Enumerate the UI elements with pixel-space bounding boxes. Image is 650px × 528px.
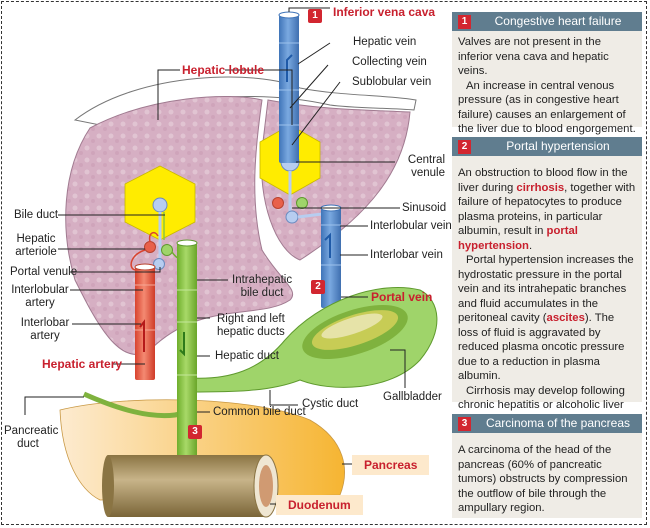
label-inferior-vena-cava: Inferior vena cava [333,5,436,19]
panel-body: Valves are not present in the inferior v… [452,31,642,143]
label-interlobar-artery-line2: artery [30,330,60,342]
panel-header: 3 Carcinoma of the pancreas [452,414,642,433]
panel-paragraph: Portal hypertension increases the hydros… [458,253,636,384]
label-hepatic-arteriole-line2: arteriole [15,246,57,258]
label-collecting-vein: Collecting vein [352,56,427,68]
badge-2: 2 [311,280,325,294]
label-interlobar-artery-line1: Interlobar [20,317,70,329]
label-interlobular-artery-line2: artery [25,297,55,309]
text-run: An obstruction to blood flow in the live… [458,167,628,194]
portal-vein-tube [320,204,342,308]
label-pancreatic-duct-line1: Pancreatic [4,425,59,437]
hepatic-artery-tube [134,263,156,380]
panel-title: Portal hypertension [506,139,610,153]
panel-body: A carcinoma of the head of the pancreas … [452,433,642,522]
badge-1: 1 [308,9,322,23]
label-pancreas: Pancreas [352,455,430,475]
label-interlobar-vein: Interlobar vein [370,249,443,261]
label-right-left-hepatic-ducts-line1: Right and left [217,313,285,325]
label-interlobular-vein: Interlobular vein [370,220,452,232]
panel-body: An obstruction to blood flow in the live… [452,156,642,433]
liver-anatomy-diagram [24,7,438,518]
liver-capsule [73,76,417,126]
badge-3: 3 [188,425,202,439]
label-pancreatic-duct-line2: duct [17,438,39,450]
label-gallbladder: Gallbladder [383,391,442,403]
label-cystic-duct: Cystic duct [302,398,359,410]
gallbladder-shape [189,286,438,393]
panel-number-badge: 1 [458,14,471,29]
label-hepatic-duct: Hepatic duct [215,350,279,362]
label-hepatic-arteriole-line1: Hepatic [16,233,56,245]
duodenum-shape [102,454,279,518]
text-run: . [528,239,533,252]
highlight-portal-hypertension: portal hypertension [458,225,578,252]
text-run: Portal hypertension increases the hydros… [458,254,634,324]
text-run: , together with failure of hepatocytes t… [458,181,636,238]
label-portal-vein: Portal vein [371,290,433,304]
label-intrahepatic-bile-duct-line1: Intrahepatic [232,274,293,286]
label-central-venule-line2: venule [411,167,445,179]
text-run: ). The loss of fluid is aggravated by re… [458,312,625,382]
highlight-cirrhosis: cirrhosis [516,181,565,194]
panel-paragraph: Valves are not present in the inferior v… [458,36,609,77]
label-common-bile-duct: Common bile duct [213,406,306,418]
panel-header: 1 Congestive heart failure [452,12,642,31]
label-duodenum: Duodenum [276,495,363,515]
panel-congestive-heart-failure: 1 Congestive heart failure Valves are no… [452,12,642,135]
label-hepatic-artery: Hepatic artery [42,357,123,371]
panel-number-badge: 3 [458,416,471,431]
label-bile-duct: Bile duct [14,209,59,221]
panel-paragraph: An increase in central venous pressure (… [458,79,636,136]
panel-paragraph: A carcinoma of the head of the pancreas … [458,444,628,514]
label-intrahepatic-bile-duct-line2: bile duct [240,287,284,299]
highlight-ascites: ascites [546,312,585,324]
label-sinusoid: Sinusoid [402,202,447,214]
panel-title: Congestive heart failure [494,14,622,28]
label-hepatic-lobule: Hepatic lobule [182,63,265,77]
label-right-left-hepatic-ducts-line2: hepatic ducts [217,326,285,338]
label-hepatic-vein: Hepatic vein [353,36,417,48]
panel-portal-hypertension: 2 Portal hypertension An obstruction to … [452,137,642,426]
panel-number-badge: 2 [458,139,471,154]
label-portal-venule: Portal venule [10,266,78,278]
panel-header: 2 Portal hypertension [452,137,642,156]
panel-carcinoma-of-the-pancreas: 3 Carcinoma of the pancreas A carcinoma … [452,414,642,518]
label-central-venule-line1: Central [407,154,445,166]
inferior-vena-cava-tube [278,11,300,163]
label-interlobular-artery-line1: Interlobular [11,284,69,296]
panel-paragraph: An obstruction to blood flow in the live… [458,166,636,253]
label-sublobular-vein: Sublobular vein [352,76,432,88]
common-bile-duct-tube [176,239,198,463]
panel-title: Carcinoma of the pancreas [485,416,631,430]
